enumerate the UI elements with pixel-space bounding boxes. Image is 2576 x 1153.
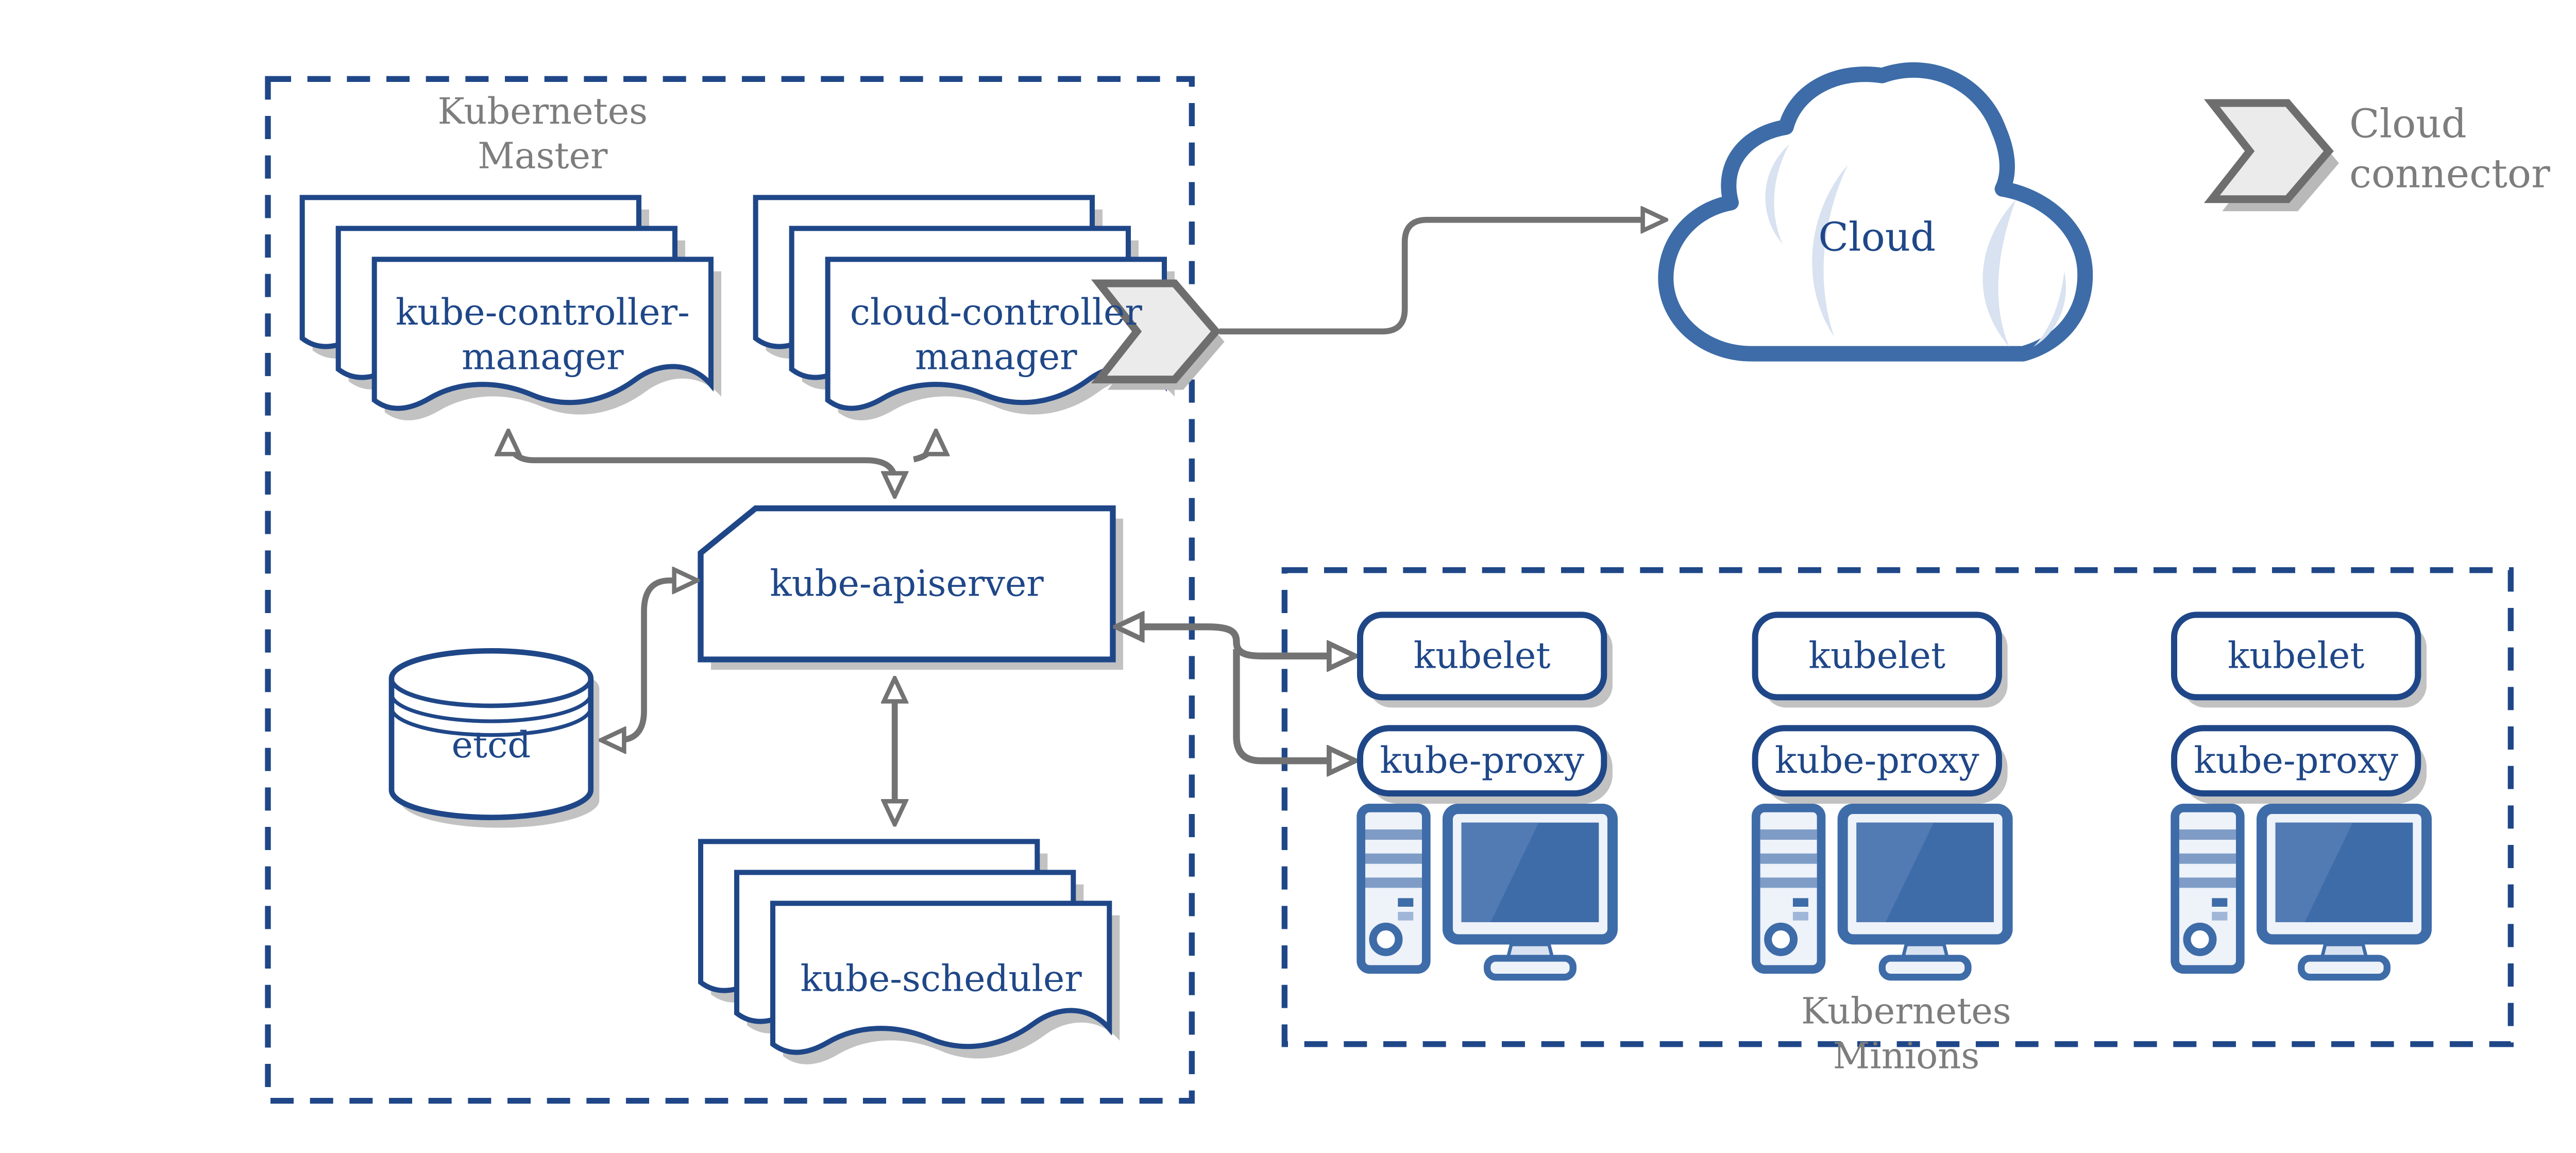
workstation-icon	[1361, 808, 1613, 977]
arrow-apiserver-to-controller-managers	[509, 434, 895, 493]
kube-proxy-box	[2171, 725, 2427, 804]
legend-cloud-connector-icon	[2212, 103, 2339, 211]
kube-scheduler-shape	[701, 841, 1120, 1064]
kubernetes-minions-box	[1281, 567, 2514, 1047]
minion-node-boxes	[1357, 612, 2427, 804]
connector-arrows	[509, 220, 1663, 821]
kubelet-box	[1357, 612, 1613, 708]
kube-proxy-box	[1357, 725, 1613, 804]
workstation-icon	[1756, 808, 2007, 977]
arrow-branch-to-cloud-controller	[913, 434, 936, 463]
arrow-apiserver-etcd	[604, 581, 693, 740]
etcd-cylinder-shape	[388, 648, 600, 828]
arrow-to-kube-proxy	[1233, 649, 1351, 761]
cloud-shape	[1658, 62, 2093, 362]
kube-apiserver-shape	[698, 505, 1123, 670]
workstation-icon	[2175, 808, 2427, 977]
arrow-minions-to-apiserver-and-kubelet	[1120, 627, 1351, 656]
kubelet-box	[1752, 612, 2008, 708]
kube-controller-manager-shape	[302, 197, 721, 420]
kubelet-box	[2171, 612, 2427, 708]
kubernetes-master-box	[265, 76, 1195, 1104]
arrow-connector-to-cloud	[1219, 220, 1663, 335]
kube-proxy-box	[1752, 725, 2008, 804]
